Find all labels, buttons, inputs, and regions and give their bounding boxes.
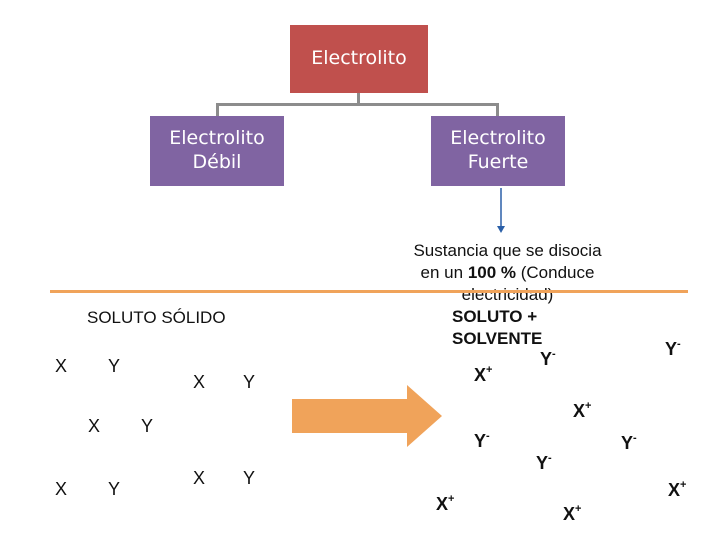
cation-x-plus: X+ <box>474 364 493 385</box>
anion-y-minus: Y- <box>665 338 681 359</box>
cation-x-plus: X+ <box>436 493 455 514</box>
particle-y: Y <box>108 356 121 376</box>
root-connector-vertical <box>357 93 360 105</box>
down-arrow-icon <box>497 188 505 233</box>
cation-x-plus: X+ <box>563 503 582 524</box>
solution-heading: SOLUTO + SOLVENTE <box>452 307 543 348</box>
particle-x: X <box>55 356 68 376</box>
branch-connector-horizontal <box>216 103 499 106</box>
root-node-electrolito: Electrolito <box>290 25 428 93</box>
particle-y: Y <box>108 479 121 499</box>
divider-line <box>50 290 688 293</box>
solid-solute-heading: SOLUTO SÓLIDO <box>87 308 226 327</box>
weak-connector-vertical <box>216 103 219 116</box>
description-line-2: en un 100 % (Conduce <box>420 263 595 282</box>
anion-y-minus: Y- <box>540 348 556 369</box>
weak-node-label: Electrolito Débil <box>169 127 265 173</box>
cation-x-plus: X+ <box>573 400 592 421</box>
description-line-1: Sustancia que se disocia <box>413 241 602 260</box>
particle-y: Y <box>243 468 256 488</box>
particle-x: X <box>88 416 101 436</box>
node-electrolito-fuerte: Electrolito Fuerte <box>431 116 565 186</box>
anion-y-minus: Y- <box>536 452 552 473</box>
node-electrolito-debil: Electrolito Débil <box>150 116 284 186</box>
anion-y-minus: Y- <box>621 432 637 453</box>
dissolution-arrow-icon <box>292 385 442 447</box>
strong-node-label: Electrolito Fuerte <box>450 127 546 173</box>
particle-x: X <box>193 372 206 392</box>
particle-y: Y <box>141 416 154 436</box>
particle-x: X <box>193 468 206 488</box>
description-line-3: electricidad) <box>461 285 554 304</box>
particle-x: X <box>55 479 68 499</box>
root-node-label: Electrolito <box>311 47 407 70</box>
cation-x-plus: X+ <box>668 479 687 500</box>
particle-y: Y <box>243 372 256 392</box>
strong-connector-vertical <box>496 103 499 116</box>
strong-description: Sustancia que se disocia en un 100 % (Co… <box>380 240 635 306</box>
anion-y-minus: Y- <box>474 430 490 451</box>
